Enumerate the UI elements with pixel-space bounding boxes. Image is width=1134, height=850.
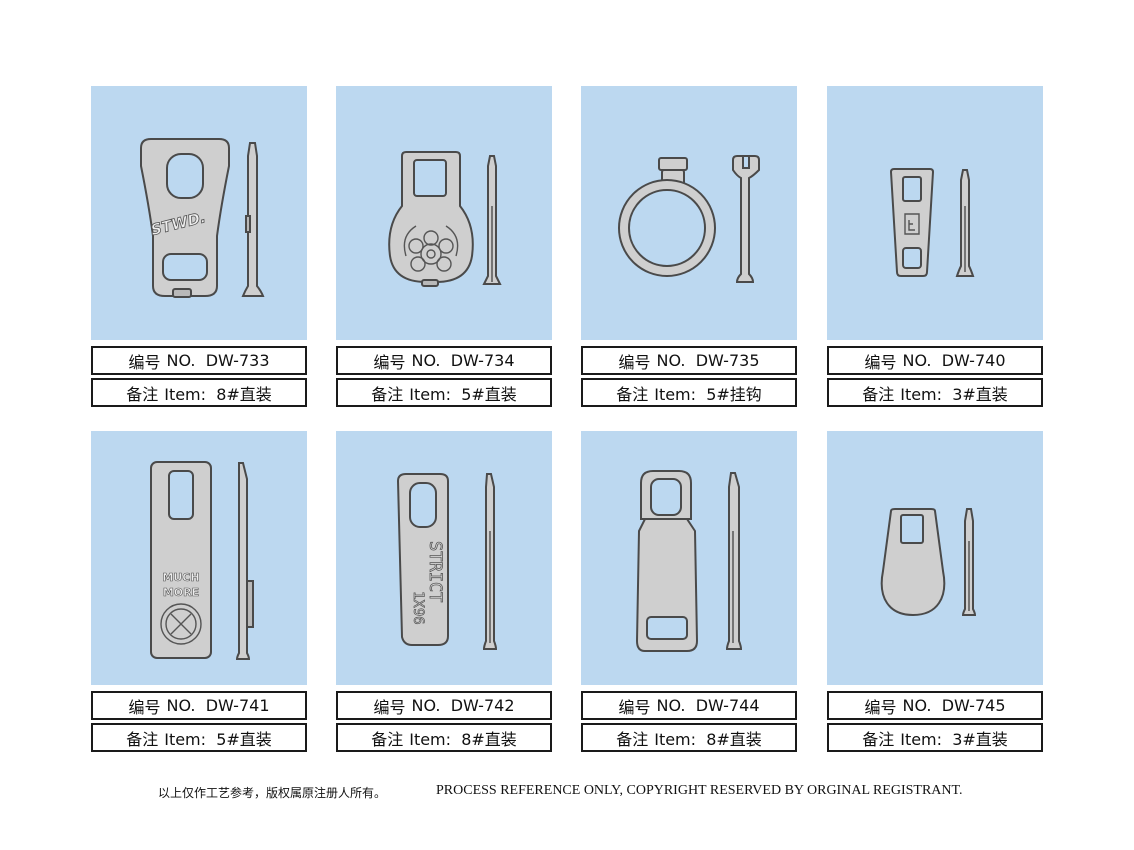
item-number-box: 编号 NO. DW-740	[827, 346, 1043, 375]
zipper-puller-dw-741-drawing: MUCH MORE	[150, 461, 254, 660]
item-number-box: 编号 NO. DW-745	[827, 691, 1043, 720]
item-note-value: Item: 8#直装	[654, 729, 762, 749]
zipper-puller-dw-745-drawing	[880, 508, 977, 617]
product-image-dw-733: STWD.	[91, 86, 307, 340]
engraving-much: MUCH	[162, 571, 199, 584]
product-image-dw-734	[336, 86, 552, 340]
item-number-value: NO. DW-742	[411, 696, 515, 715]
item-number-label: 编号	[618, 352, 651, 372]
flower-engraving-icon	[403, 225, 459, 272]
item-note-label: 备注	[616, 729, 649, 749]
item-note-label: 备注	[616, 384, 649, 404]
item-note-label: 备注	[862, 384, 895, 404]
product-image-dw-745	[827, 431, 1043, 685]
item-number-box: 编号 NO. DW-734	[336, 346, 552, 375]
item-note-value: Item: 3#直装	[900, 729, 1008, 749]
item-number-label: 编号	[373, 352, 406, 372]
item-note-value: Item: 5#直装	[409, 384, 517, 404]
product-image-dw-741: MUCH MORE	[91, 431, 307, 685]
zipper-puller-dw-734-drawing	[388, 151, 502, 287]
product-image-dw-740	[827, 86, 1043, 340]
footer-chinese-text: 以上仅作工艺参考，版权属原注册人所有。	[158, 786, 387, 800]
item-number-value: NO. DW-745	[902, 696, 1006, 715]
zipper-puller-dw-740-drawing	[889, 168, 975, 277]
engraving-strict: STRICT	[425, 541, 445, 602]
item-note-value: Item: 5#挂钩	[654, 384, 762, 404]
item-number-label: 编号	[128, 352, 161, 372]
zipper-puller-dw-733-drawing: STWD.	[140, 138, 265, 298]
x-logo-icon	[160, 603, 202, 645]
product-image-dw-742: STRICT 1X96	[336, 431, 552, 685]
product-image-dw-735	[581, 86, 797, 340]
item-number-label: 编号	[618, 697, 651, 717]
item-number-label: 编号	[128, 697, 161, 717]
item-number-box: 编号 NO. DW-735	[581, 346, 797, 375]
item-note-label: 备注	[371, 729, 404, 749]
zipper-puller-dw-742-drawing: STRICT 1X96	[396, 473, 498, 650]
item-number-value: NO. DW-740	[902, 351, 1006, 370]
item-note-label: 备注	[371, 384, 404, 404]
item-number-value: NO. DW-735	[656, 351, 760, 370]
item-number-box: 编号 NO. DW-742	[336, 691, 552, 720]
item-number-box: 编号 NO. DW-744	[581, 691, 797, 720]
item-number-value: NO. DW-733	[166, 351, 270, 370]
item-note-value: Item: 5#直装	[164, 729, 272, 749]
zipper-puller-dw-735-drawing	[618, 155, 760, 283]
item-number-box: 编号 NO. DW-741	[91, 691, 307, 720]
item-number-value: NO. DW-741	[166, 696, 270, 715]
item-note-label: 备注	[126, 729, 159, 749]
engraving-more: MORE	[163, 586, 199, 599]
item-note-value: Item: 8#直装	[409, 729, 517, 749]
item-number-box: 编号 NO. DW-733	[91, 346, 307, 375]
item-note-label: 备注	[126, 384, 159, 404]
item-number-label: 编号	[373, 697, 406, 717]
zipper-puller-dw-744-drawing	[635, 470, 743, 652]
product-image-dw-744	[581, 431, 797, 685]
item-number-value: NO. DW-744	[656, 696, 760, 715]
item-note-value: Item: 3#直装	[900, 384, 1008, 404]
item-number-label: 编号	[864, 697, 897, 717]
footer-english-text: PROCESS REFERENCE ONLY, COPYRIGHT RESERV…	[436, 783, 963, 798]
item-number-value: NO. DW-734	[411, 351, 515, 370]
item-note-label: 备注	[862, 729, 895, 749]
item-note-value: Item: 8#直装	[164, 384, 272, 404]
footer-disclaimer: 以上仅作工艺参考，版权属原注册人所有。 PROCESS REFERENCE ON…	[0, 783, 1134, 803]
engraving-code: 1X96	[410, 591, 426, 625]
item-number-label: 编号	[864, 352, 897, 372]
